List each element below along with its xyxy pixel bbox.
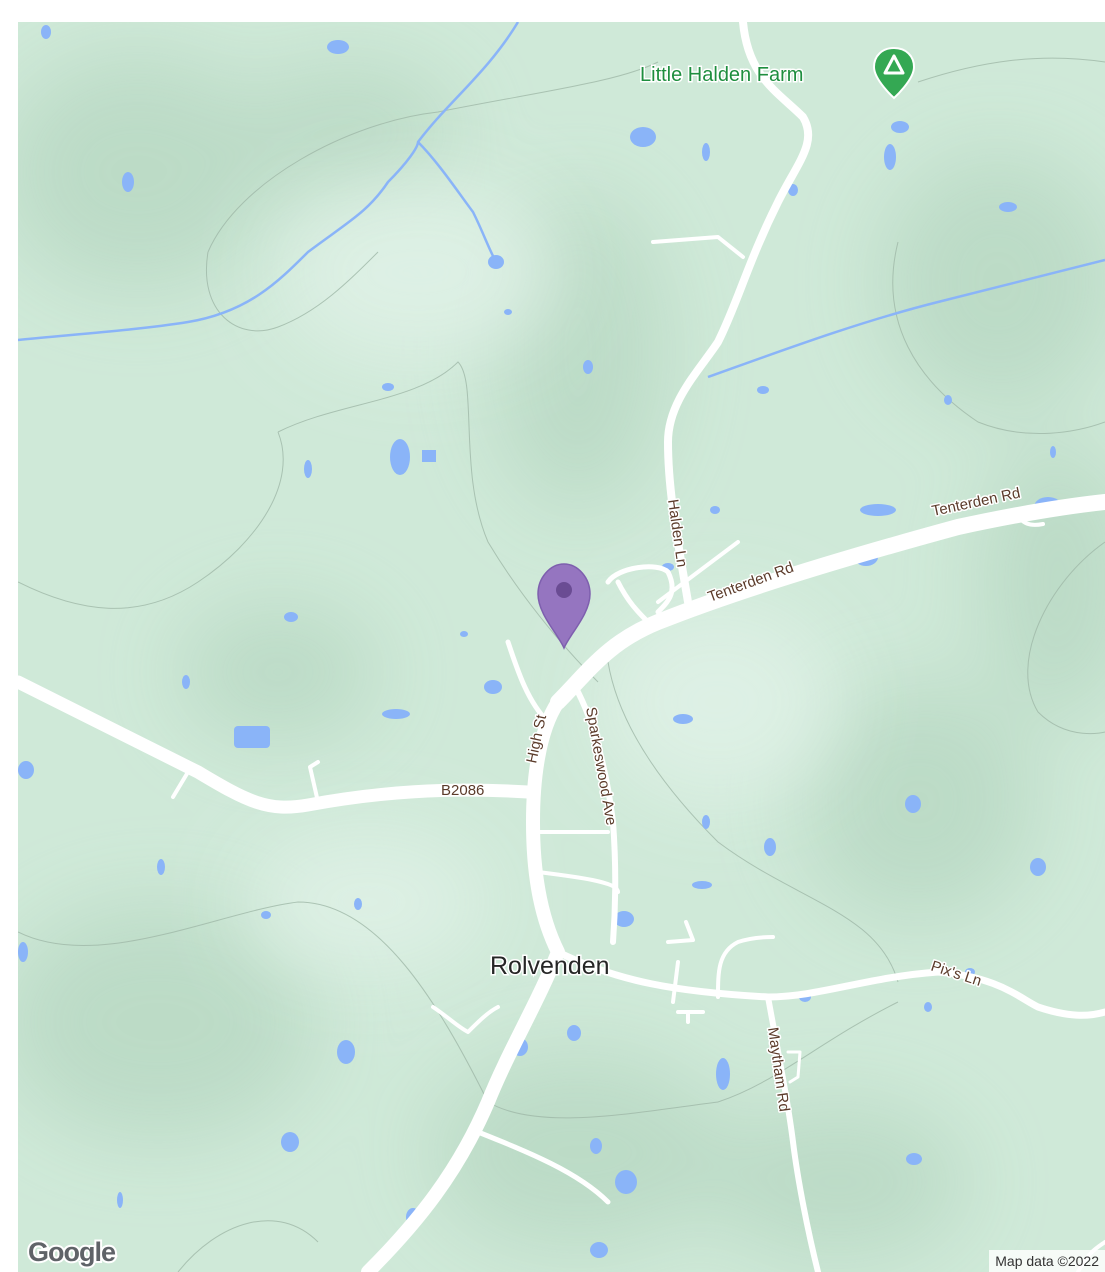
- road-sparkeswood-ave: [575, 689, 619, 945]
- place-label-rolvenden[interactable]: Rolvenden: [489, 951, 612, 982]
- poi-label-little-halden-farm[interactable]: Little Halden Farm: [639, 63, 805, 88]
- roads: [18, 22, 1105, 1272]
- road-b2086: [18, 675, 535, 814]
- campsite-icon[interactable]: [872, 46, 916, 100]
- map-attribution[interactable]: Map data ©2022: [989, 1250, 1105, 1272]
- road-pixs-ln: [554, 948, 1105, 1019]
- streams: [18, 22, 1105, 379]
- road-halden-ln: [664, 22, 813, 606]
- contour-lines: [18, 57, 1105, 1272]
- terrain-highlights: [248, 182, 838, 972]
- map-view[interactable]: Tenterden Rd Tenterden Rd Halden Ln High…: [18, 22, 1105, 1272]
- map-pin-icon[interactable]: [537, 563, 591, 650]
- road-label-b2086: B2086: [441, 782, 484, 799]
- road-maytham-rd: [765, 994, 821, 1272]
- google-logo[interactable]: Google: [26, 1235, 119, 1269]
- road-tenterden-rd: [550, 494, 1105, 710]
